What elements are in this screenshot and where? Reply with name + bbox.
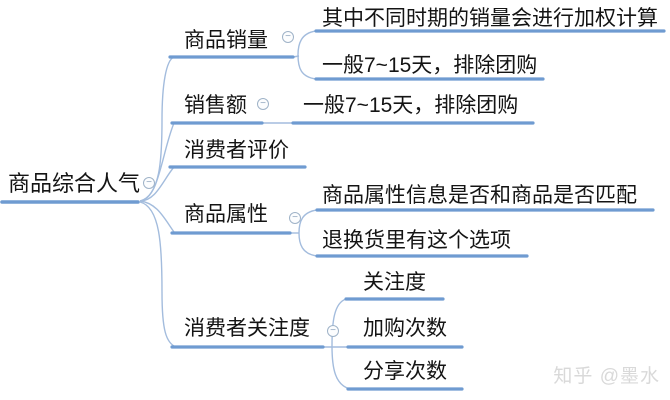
- node-underlines: [0, 29, 666, 391]
- leaf-attention-level[interactable]: 关注度: [363, 271, 426, 294]
- collapse-icon[interactable]: −: [143, 177, 155, 189]
- collapse-icon[interactable]: −: [257, 98, 269, 110]
- node-consumer-attention[interactable]: 消费者关注度: [184, 317, 310, 340]
- leaf-weighted-calculation[interactable]: 其中不同时期的销量会进行加权计算: [322, 7, 658, 30]
- leaf-7-15-days-exclude-group-buy[interactable]: 一般7~15天，排除团购: [322, 54, 538, 77]
- leaf-return-option[interactable]: 退换货里有这个选项: [322, 229, 511, 252]
- node-consumer-review[interactable]: 消费者评价: [184, 139, 289, 162]
- collapse-icon[interactable]: −: [282, 31, 294, 43]
- node-product-attributes[interactable]: 商品属性: [184, 203, 268, 226]
- leaf-7-15-days-exclude-group-buy-2[interactable]: 一般7~15天，排除团购: [303, 94, 519, 117]
- leaf-add-to-cart-count[interactable]: 加购次数: [363, 317, 447, 340]
- collapse-icon[interactable]: −: [327, 325, 339, 337]
- node-root[interactable]: 商品综合人气: [8, 171, 141, 196]
- node-product-sales[interactable]: 商品销量: [184, 29, 268, 52]
- collapse-icon[interactable]: −: [289, 212, 301, 224]
- watermark: 知乎 @墨水: [553, 366, 660, 387]
- leaf-share-count[interactable]: 分享次数: [363, 360, 447, 383]
- leaf-attribute-match[interactable]: 商品属性信息是否和商品是否匹配: [322, 184, 637, 207]
- node-sales-amount[interactable]: 销售额: [184, 94, 247, 117]
